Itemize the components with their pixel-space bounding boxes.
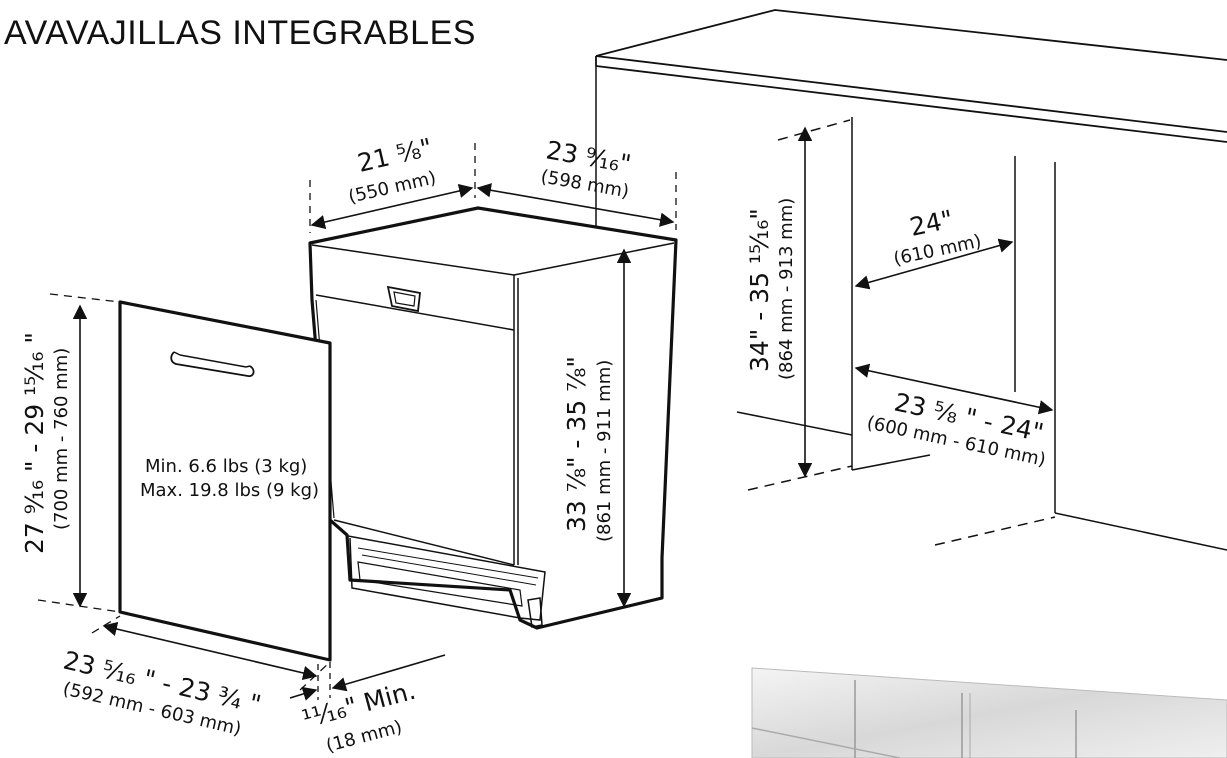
cabinet-height-mm-label: (864 mm - 913 mm) bbox=[776, 198, 797, 380]
page-title: AVAVAJILLAS INTEGRABLES bbox=[4, 14, 476, 52]
door-panel bbox=[118, 300, 332, 662]
cabinet-niche bbox=[595, 9, 1227, 551]
panel-height-mm-label: (700 mm - 760 mm) bbox=[51, 348, 72, 530]
tile-floor-image bbox=[751, 667, 1227, 758]
cabinet-height-inches-label: 34" - 35 ¹⁵⁄₁₆" bbox=[745, 208, 774, 372]
dishwasher bbox=[308, 206, 678, 630]
panel-weight-max-label: Max. 19.8 lbs (9 kg) bbox=[140, 480, 319, 501]
cabinet-width-inches-label: 24" bbox=[907, 204, 955, 241]
panel-height-inches-label: 27 ⁹⁄₁₆ " - 29 ¹⁵⁄₁₆ " bbox=[20, 332, 49, 554]
dimension-lines bbox=[37, 126, 1054, 701]
height-mm-label: (861 mm - 911 mm) bbox=[594, 360, 615, 542]
height-inches-label: 33 ⅞" - 35 ⅞" bbox=[562, 356, 591, 532]
panel-weight-min-label: Min. 6.6 lbs (3 kg) bbox=[145, 456, 307, 477]
